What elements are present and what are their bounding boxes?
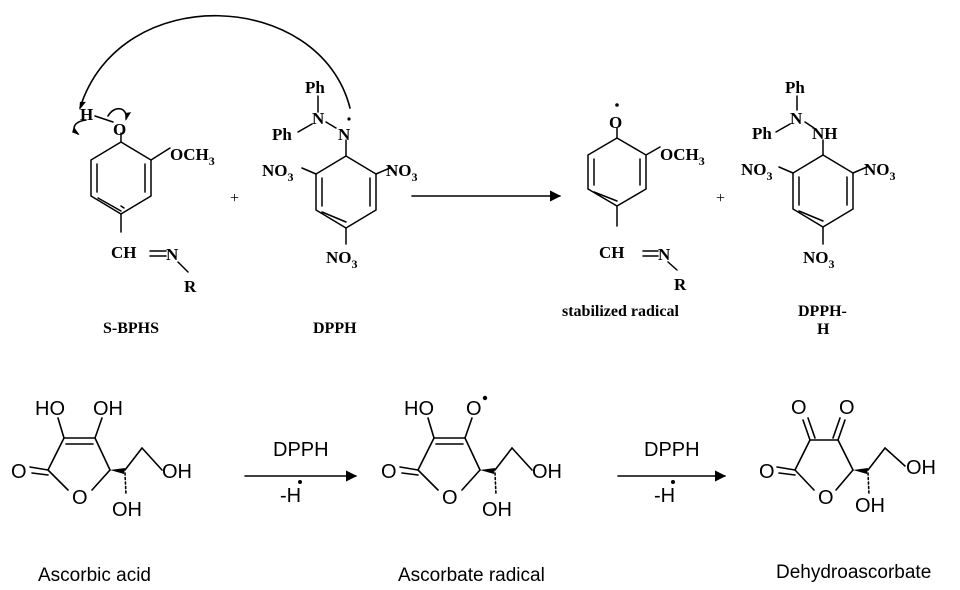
ph-left: Ph [752,124,772,143]
group-oh-down: OH [855,495,885,517]
atom-o-ring: O [818,487,834,509]
atom-o-ring: O [72,487,88,509]
dpph-h-molecule: Ph N Ph NH NO3 NO3 NO3 DPPH- H [741,78,896,338]
atom-n: N [166,245,179,264]
loss-h-2: -H [654,485,675,507]
plus-sign-2: + [716,190,725,207]
group-nh: NH [812,124,838,143]
group-oh-side: OH [532,461,562,483]
no2-bottom: NO3 [803,248,835,271]
atom-o-radical: O [609,113,622,132]
atom-o-ring: O [442,487,458,509]
curved-arrow [79,14,351,110]
group-oh-down: OH [482,499,512,521]
group-r: R [184,277,197,296]
atom-o-keto: O [759,461,775,483]
group-r: R [674,275,687,294]
atom-o-keto: O [381,461,397,483]
atom-n: N [658,245,671,264]
atom-n1: N [312,109,325,128]
no2-left: NO3 [262,161,294,184]
group-oh-down: OH [112,499,142,521]
caption-s-bphs: S-BPHS [103,320,159,337]
atom-o: O [113,120,126,139]
group-och3: OCH3 [660,145,705,168]
ph-top: Ph [785,78,805,97]
atom-h: H [80,105,93,124]
no2-bottom: NO3 [326,248,358,271]
atom-o-radical: O [466,398,482,420]
group-ch: CH [111,243,137,262]
caption-dpph-h-line1: DPPH- [798,303,847,320]
no2-right: NO3 [864,160,896,183]
stabilized-radical-molecule: O OCH3 CH N R stabilized radical [562,103,705,320]
caption-dehydroascorbate: Dehydroascorbate [776,562,931,583]
s-bphs-molecule: H O OCH3 CH N R S-BPHS [72,105,215,337]
group-oh-side: OH [906,457,936,479]
atom-o-1: O [791,397,807,419]
loss-h-1: -H [280,485,301,507]
atom-o-2: O [839,397,855,419]
plus-sign-1: + [230,190,239,207]
group-ho: HO [404,398,434,420]
caption-dpph: DPPH [313,320,357,337]
ph-left: Ph [272,125,292,144]
ph-top: Ph [305,78,325,97]
reagent-dpph-2: DPPH [644,439,700,461]
atom-o-keto: O [11,461,27,483]
caption-ascorbate-radical: Ascorbate radical [398,565,545,586]
no2-left: NO3 [741,160,773,183]
group-och3: OCH3 [170,145,215,168]
group-oh: OH [93,398,123,420]
atom-n2: N [338,125,351,144]
ascorbate-radical-molecule: HO O O O OH OH Ascorbate radical [381,395,562,586]
caption-dpph-h-line2: H [817,321,830,338]
group-ch: CH [599,243,625,262]
dehydroascorbate-molecule: O O O O OH OH Dehydroascorbate [759,397,936,583]
group-ho: HO [35,398,65,420]
caption-stabilized-radical: stabilized radical [562,303,679,320]
reagent-dpph-1: DPPH [273,439,329,461]
atom-n1: N [790,109,803,128]
dpph-molecule: Ph N Ph N NO3 NO3 NO3 DPPH [262,78,418,337]
ascorbic-acid-molecule: HO OH O O OH OH Ascorbic acid [11,398,192,586]
group-oh-side: OH [162,461,192,483]
caption-ascorbic-acid: Ascorbic acid [38,565,151,586]
no2-right: NO3 [386,161,418,184]
